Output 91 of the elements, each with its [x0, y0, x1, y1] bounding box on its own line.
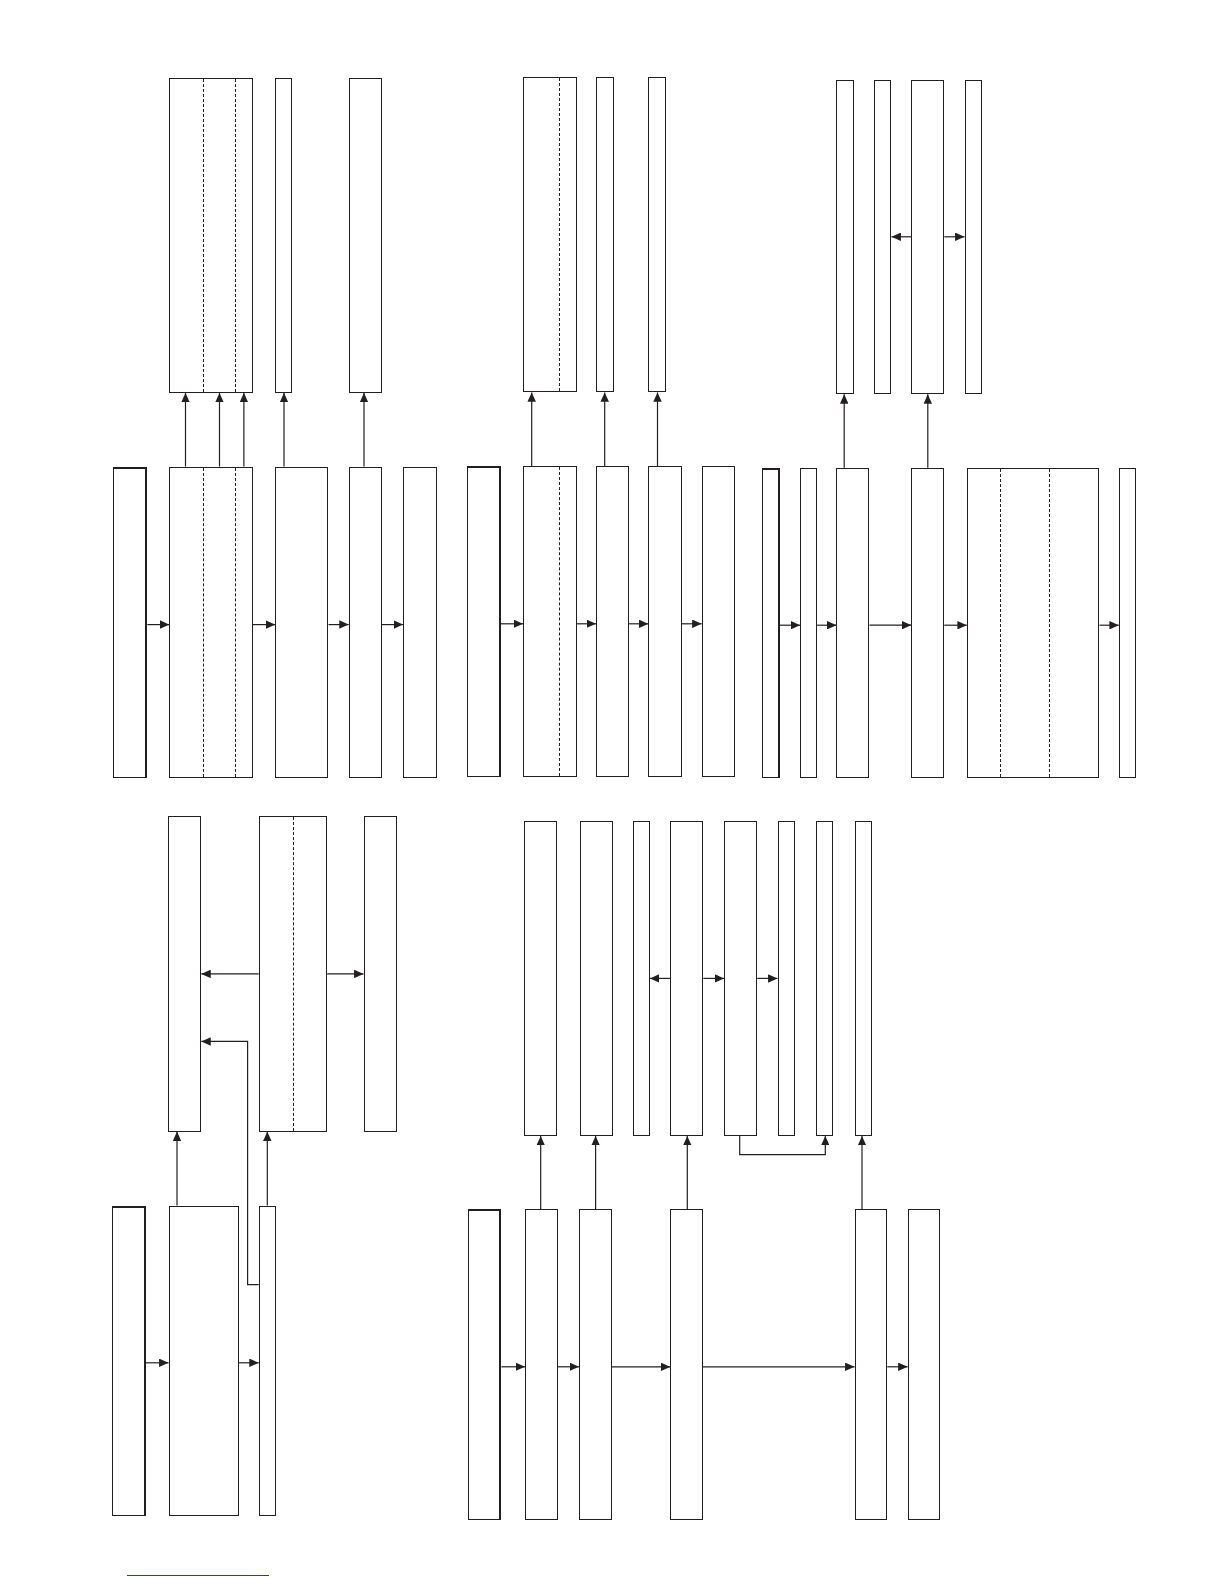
arrow	[576, 619, 597, 629]
arrow	[181, 392, 190, 468]
arrow	[536, 1135, 545, 1210]
blank-box	[874, 79, 892, 395]
arrow	[816, 620, 837, 630]
shadowed-box	[762, 467, 780, 778]
blank-box	[907, 1209, 940, 1520]
arrow	[857, 1135, 867, 1210]
blank-box	[168, 1205, 239, 1516]
arrow	[326, 969, 365, 979]
arrow	[653, 391, 662, 467]
blank-box	[1118, 467, 1136, 778]
arrow	[702, 1362, 856, 1372]
blank-box	[724, 820, 758, 1136]
blank-box	[670, 820, 704, 1136]
blank-box	[274, 77, 293, 393]
blank-box	[701, 466, 736, 777]
arrow	[527, 391, 536, 467]
divided-box	[523, 466, 577, 777]
divided-box	[966, 467, 1100, 778]
blank-box	[524, 820, 558, 1136]
divided-box	[169, 466, 253, 778]
arrow	[327, 620, 350, 629]
arrow	[628, 619, 649, 629]
arrow	[839, 393, 849, 469]
blank-box	[596, 77, 614, 393]
arrow	[649, 974, 671, 983]
blank-box	[911, 79, 945, 395]
blank-box	[525, 1209, 558, 1520]
arrow	[756, 974, 779, 983]
shadowed-box	[111, 1205, 146, 1516]
arrow	[499, 619, 524, 629]
arrow	[279, 392, 289, 468]
arrow	[500, 1362, 526, 1372]
arrow	[145, 1358, 170, 1368]
arrow	[215, 392, 224, 468]
arrow	[611, 1362, 671, 1372]
arrow	[923, 393, 933, 469]
blank-box	[403, 466, 437, 778]
arrow	[739, 1135, 830, 1156]
arrow	[591, 1135, 600, 1210]
blank-box	[800, 467, 818, 778]
arrow	[681, 619, 703, 629]
arrow	[238, 1358, 260, 1368]
arrow	[702, 974, 725, 983]
blank-box	[579, 1209, 612, 1520]
arrow	[200, 969, 260, 979]
blank-box	[911, 467, 945, 778]
shadowed-box	[467, 1209, 502, 1520]
arrow	[1098, 620, 1120, 630]
blank-box	[836, 467, 870, 778]
blank-box	[648, 77, 666, 393]
shadowed-box	[466, 466, 501, 777]
blank-box	[632, 820, 650, 1136]
blank-box	[275, 466, 329, 778]
arrow	[600, 391, 609, 467]
blank-box	[348, 77, 382, 393]
arrow	[381, 620, 404, 629]
arrow	[239, 392, 249, 468]
arrow	[200, 1037, 260, 1286]
arrow	[868, 620, 912, 630]
blank-box	[777, 820, 795, 1136]
arrow	[943, 620, 968, 630]
blank-box	[815, 820, 833, 1136]
blank-box	[670, 1209, 703, 1520]
arrow	[359, 392, 369, 468]
blank-box	[596, 466, 630, 777]
arrow	[146, 620, 170, 629]
arrow	[172, 1131, 182, 1207]
blank-box	[854, 820, 872, 1136]
arrow	[263, 1131, 272, 1207]
blank-box	[348, 466, 382, 778]
divided-box	[169, 77, 253, 393]
arrow	[683, 1135, 692, 1210]
blank-box	[363, 816, 397, 1132]
shadowed-box	[113, 466, 148, 778]
blank-box	[854, 1209, 888, 1520]
arrow	[886, 1362, 909, 1372]
blank-box	[168, 816, 202, 1132]
arrow	[890, 232, 912, 242]
arrow	[557, 1362, 580, 1372]
blank-box	[964, 79, 982, 395]
blank-box	[648, 466, 682, 777]
divided-box	[258, 816, 328, 1132]
arrow	[943, 232, 966, 242]
blank-box	[836, 79, 854, 395]
arrow	[778, 620, 801, 630]
blank-box	[258, 1205, 276, 1516]
blank-box	[579, 820, 613, 1136]
arrow	[252, 620, 276, 629]
divided-box	[523, 77, 577, 393]
